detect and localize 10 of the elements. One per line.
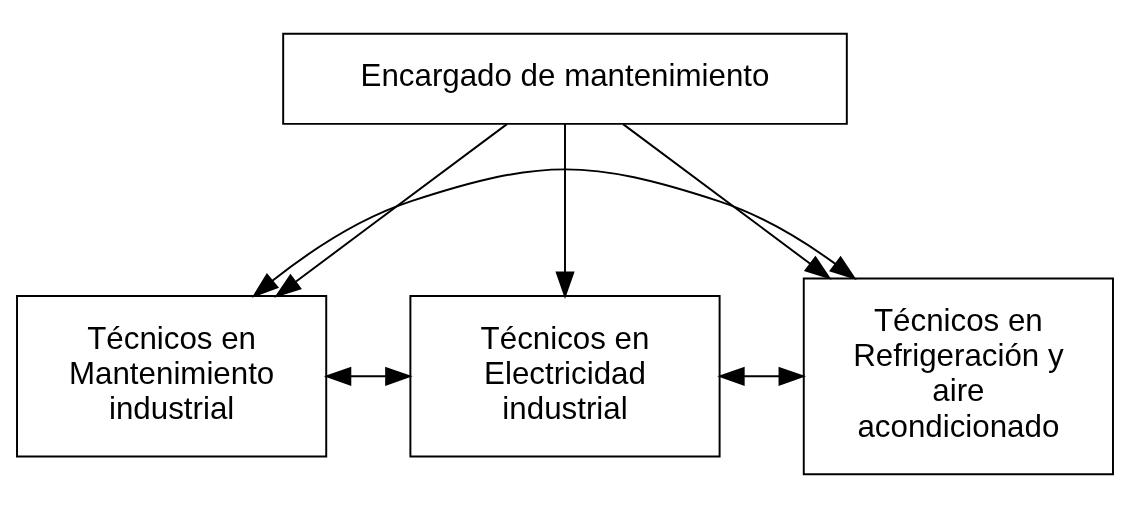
- node-box: Técnicos en Mantenimiento industrial: [16, 295, 328, 458]
- arrow: [251, 168, 857, 298]
- arrow: [622, 123, 832, 280]
- arrow: [323, 366, 413, 386]
- node-box: Técnicos en Refrigeración y aire acondicionado: [802, 277, 1114, 476]
- arrow: [274, 123, 508, 298]
- arrow: [555, 123, 575, 299]
- node-box: Técnicos en Electricidad industrial: [409, 295, 721, 458]
- arrow: [717, 366, 806, 386]
- node-box: Encargado de mantenimiento: [282, 32, 848, 125]
